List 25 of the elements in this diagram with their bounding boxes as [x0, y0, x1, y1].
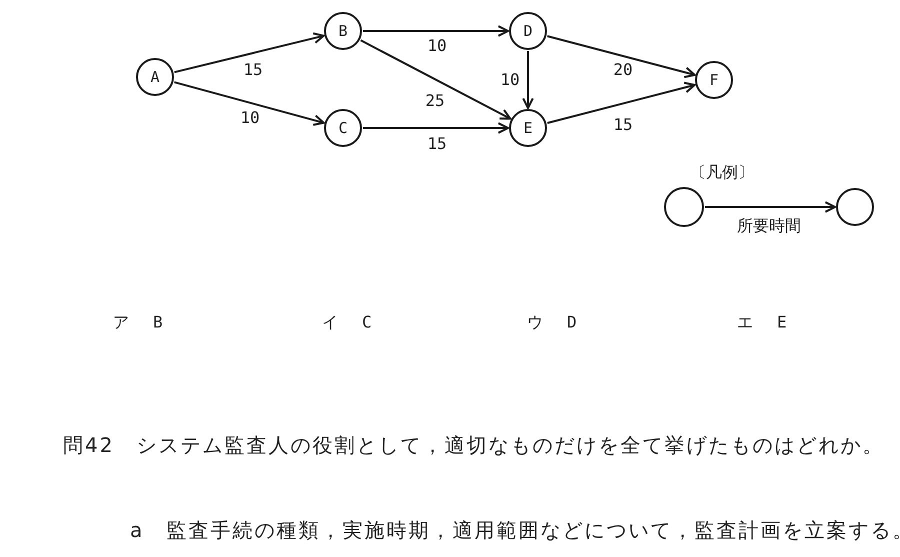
edge-label: 所要時間	[735, 216, 803, 236]
arrow	[174, 81, 325, 126]
arrow	[174, 32, 325, 74]
empty-circle	[836, 188, 874, 226]
arrow	[522, 51, 534, 110]
event-circle: D	[509, 12, 547, 50]
empty-circle	[664, 187, 704, 227]
event-circle: A	[136, 58, 174, 96]
arrow	[363, 122, 510, 134]
event-circle: C	[324, 109, 362, 147]
arrow	[705, 201, 836, 213]
arrow	[360, 39, 512, 120]
question-text: 問42 システム監査人の役割として，適切なものだけを全て挙げたものはどれか。	[63, 433, 884, 457]
answer-option: イ C	[322, 312, 376, 332]
event-circle: F	[695, 61, 733, 99]
answer-option: ウ D	[527, 312, 581, 332]
statement-text: a 監査手続の種類，実施時期，適用範囲などについて，監査計画を立案する。	[130, 518, 900, 542]
event-circle: E	[509, 109, 547, 147]
arrow	[547, 82, 696, 124]
event-circle: B	[324, 12, 362, 50]
arrow	[547, 35, 696, 78]
legend-heading: 〔凡例〕	[690, 162, 754, 182]
answer-option: ア B	[113, 312, 167, 332]
arrow	[363, 25, 510, 37]
answer-option: エ E	[737, 312, 791, 332]
